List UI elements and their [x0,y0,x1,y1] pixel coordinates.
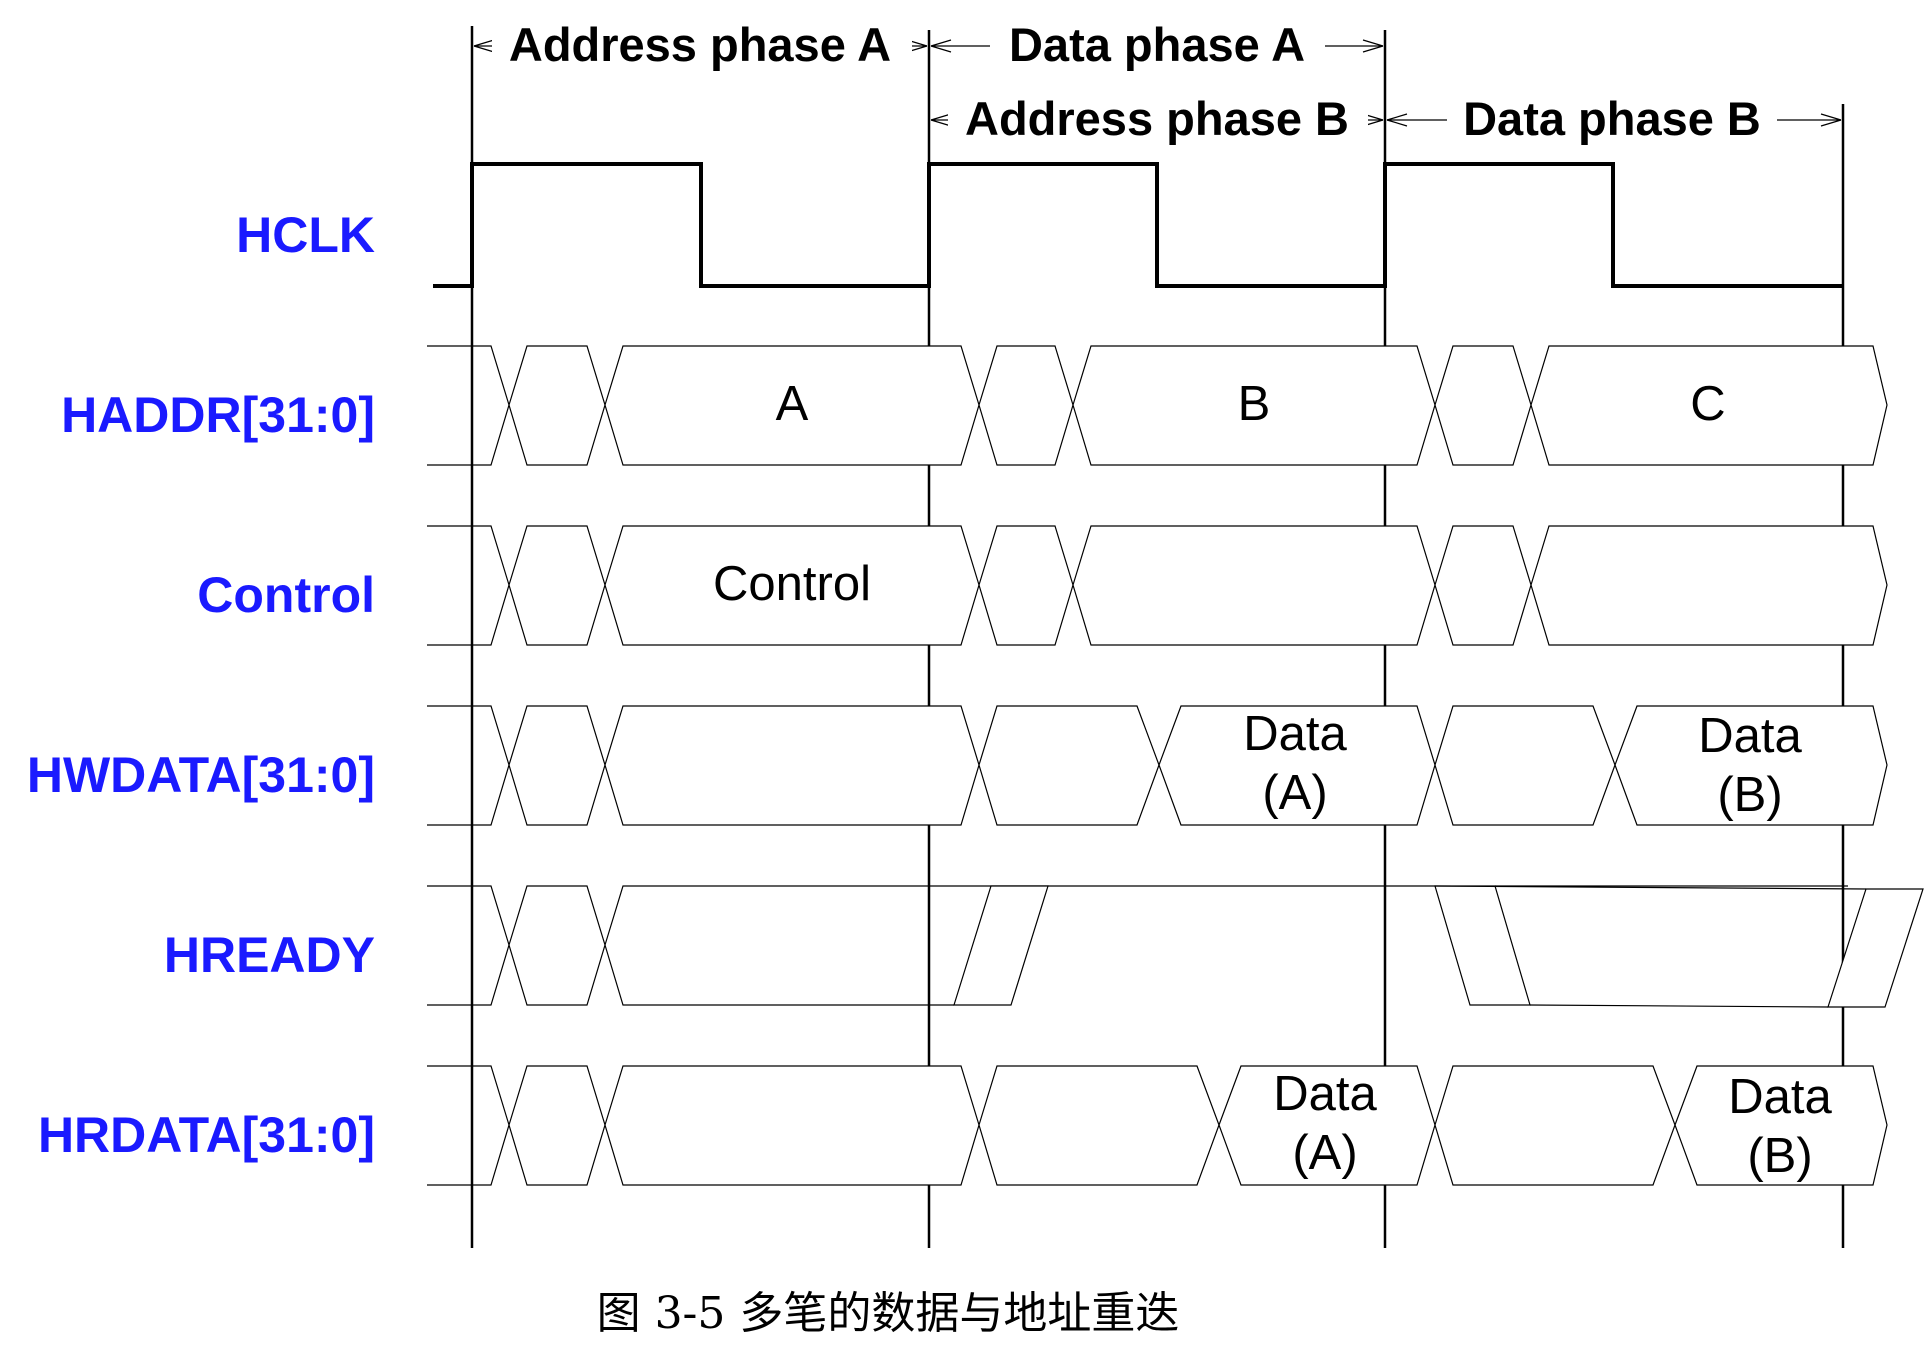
undefined-segment [1434,1065,1676,1186]
hready-waveform [427,885,1924,1008]
transition-fall [1434,885,1531,1006]
signal-label-control: Control [197,567,375,623]
address-phase-a-label: Address phase A [509,18,891,71]
label-mask [1447,94,1777,144]
hready-low-line [1495,885,1848,1008]
signal-label-haddr: HADDR[31:0] [61,387,375,443]
control-waveform: Control [427,525,1888,646]
hready-top-right [1434,885,1867,890]
bus-value-segment [1530,525,1888,646]
haddr-waveform: A B C [427,345,1888,466]
phase-annotations: Address phase A Data phase A Address pha… [473,18,1842,145]
arrowhead [1386,113,1408,127]
figure-caption: 图 3-5 多笔的数据与地址重迭 [597,1288,1180,1339]
arrowhead [930,113,952,127]
label-mask [492,20,912,70]
undefined-segment [1434,345,1532,466]
label-mask [990,20,1325,70]
signal-label-hready: HREADY [164,927,375,983]
transition-rise [953,885,1049,1006]
signal-labels: HCLK HADDR[31:0] Control HWDATA[31:0] HR… [27,207,375,1163]
arrowhead [473,39,495,53]
signal-label-hclk: HCLK [236,207,375,263]
undefined-segment [508,525,606,646]
hready-high-line [1048,885,1435,887]
bus-value-segment [1530,345,1888,466]
undefined-segment [978,705,1160,826]
hready-low-before [604,885,1048,1006]
undefined-segment [978,1065,1220,1186]
data-phase-a-label: Data phase A [1009,18,1305,71]
hwdata-value-a: Data(A) [1243,707,1347,820]
data-phase-b-label: Data phase B [1463,92,1761,145]
undefined-segment [978,345,1074,466]
transition-rise [1827,888,1924,1008]
bus-lead [427,525,510,646]
hwdata-waveform: Data(A) Data(B) [427,705,1888,826]
undefined-segment [508,885,606,1006]
undefined-segment [978,525,1074,646]
label-mask [948,94,1368,144]
bus-lead [427,885,510,1006]
address-phase-b-label: Address phase B [965,92,1349,145]
hrdata-value-b: Data(B) [1728,1070,1832,1183]
bus-value-segment [1072,525,1436,646]
haddr-value-a: A [776,377,809,431]
undefined-segment [508,705,606,826]
arrowhead [1820,113,1842,127]
hwdata-value-b: Data(B) [1698,709,1802,822]
undefined-segment [1434,525,1532,646]
haddr-value-c: C [1690,377,1725,431]
control-value: Control [713,557,871,611]
arrowhead [1362,39,1384,53]
undefined-segment [508,345,606,466]
bus-value-segment [604,705,980,826]
signal-label-hwdata: HWDATA[31:0] [27,747,375,803]
signal-label-hrdata: HRDATA[31:0] [38,1107,375,1163]
haddr-value-b: B [1238,377,1271,431]
hrdata-value-a: Data(A) [1273,1067,1377,1180]
undefined-segment [1434,705,1616,826]
bus-value-segment [1614,705,1888,826]
bus-lead [427,345,510,466]
bus-value-segment [604,1065,980,1186]
bus-value-segment [1674,1065,1888,1186]
undefined-segment [508,1065,606,1186]
bus-lead [427,1065,510,1186]
hclk-waveform [433,162,1843,288]
hrdata-waveform: Data(A) Data(B) [427,1065,1888,1186]
bus-lead [427,705,510,826]
arrowhead [930,39,952,53]
